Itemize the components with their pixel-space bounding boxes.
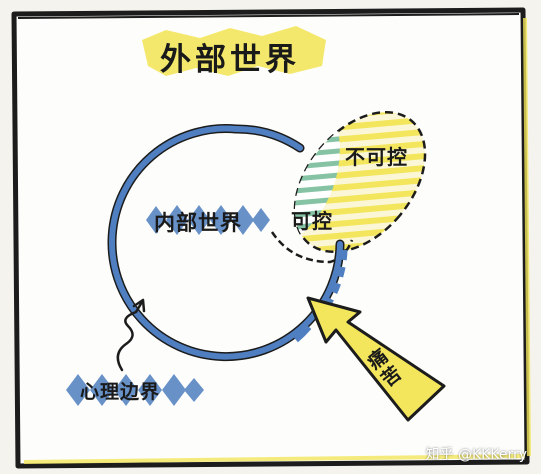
watermark: 知乎 @KKKerry: [425, 447, 527, 463]
inner-world-label: 内部世界: [154, 211, 242, 235]
outer-world-label: 外部世界: [160, 42, 300, 78]
uncontrollable-label: 不可控: [345, 145, 408, 169]
psy-boundary-highlight: [66, 374, 204, 406]
pain-arrow: [306, 296, 446, 422]
broken-boundary: [315, 249, 348, 321]
outer-world-highlight: [142, 26, 326, 76]
boundary-pointer: [116, 300, 144, 372]
inner-world-highlight: [146, 205, 270, 235]
psychological-boundary-label: 心理边界: [80, 381, 161, 403]
controllable-label: 可控: [291, 209, 333, 233]
